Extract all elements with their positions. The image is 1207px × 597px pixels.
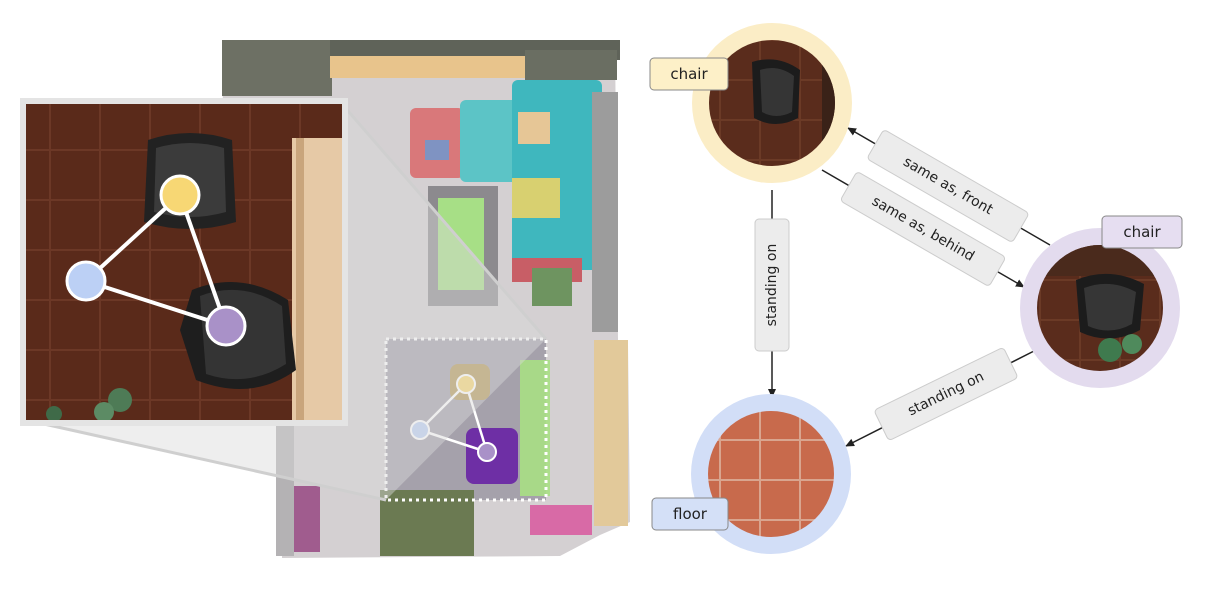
node-tag-chair-a: chair: [649, 57, 729, 91]
node-tag-floor: floor: [651, 497, 729, 531]
node-tag-text: floor: [673, 505, 708, 523]
scan-node-chair-b: [477, 442, 497, 462]
zoom-node-chair-b: [205, 305, 247, 347]
node-tag-chair-b: chair: [1101, 215, 1183, 249]
zoom-node-floor: [65, 260, 107, 302]
node-tag-text: chair: [670, 65, 708, 83]
selection-box: [384, 337, 548, 502]
edge-label-text: standing on: [764, 244, 780, 327]
edge-label-standing-on-diagonal: standing on: [874, 348, 1018, 440]
zoom-node-chair-a: [159, 174, 201, 216]
scan-node-chair-a: [456, 374, 476, 394]
graph-node-floor: [691, 394, 851, 554]
graph-node-chair-a: [692, 23, 852, 183]
zoom-inset: [20, 98, 348, 426]
node-tag-text: chair: [1123, 223, 1161, 241]
scan-graph-overlay: [410, 374, 497, 462]
graph-node-chair-b: [1020, 228, 1180, 388]
scan-node-floor: [410, 420, 430, 440]
edge-label-standing-on-vertical: standing on: [754, 218, 790, 352]
